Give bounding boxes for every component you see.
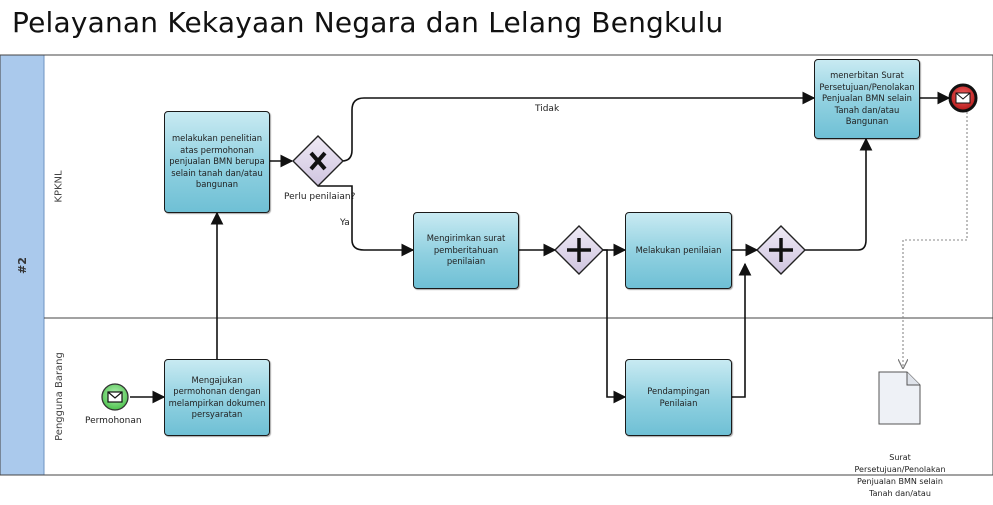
- flow-pendampingan-to-join: [732, 262, 752, 398]
- envelope-icon: [107, 391, 123, 403]
- association-to-document: [903, 112, 968, 368]
- lane-label-kpknl: KPKNL: [44, 55, 74, 318]
- lane-label-kpknl-text: KPKNL: [53, 170, 65, 203]
- pool-label-text: #2: [15, 256, 29, 274]
- pool-label: #2: [0, 55, 44, 475]
- plus-icon: [567, 238, 591, 262]
- gateway-label: Perlu penilaian?: [284, 192, 356, 202]
- flow-label-ya: Ya: [340, 218, 350, 228]
- exclusive-gateway: [292, 135, 344, 187]
- flow-ya: [318, 185, 415, 257]
- exclusive-x-icon: [309, 151, 327, 171]
- start-message-event: [101, 383, 129, 411]
- pool-band: [0, 54, 45, 476]
- flow-join-to-menerbitkan: [805, 137, 873, 251]
- flow-fork-to-pendampingan: [602, 249, 627, 404]
- task-menerbitkan[interactable]: menerbitan Surat Persetujuan/Penolakan P…: [814, 59, 920, 139]
- task-pendampingan[interactable]: Pendampingan Penilaian: [625, 359, 732, 436]
- task-penelitian[interactable]: melakukan penelitian atas permohonan pen…: [164, 111, 270, 213]
- flow-tidak: [341, 91, 816, 162]
- envelope-icon: [955, 92, 971, 104]
- end-message-event: [948, 83, 978, 113]
- task-mengirimkan[interactable]: Mengirimkan surat pemberitahuan penilaia…: [413, 212, 519, 289]
- document-label: Surat Persetujuan/Penolakan Penjualan BM…: [854, 453, 946, 498]
- plus-icon: [769, 238, 793, 262]
- pool-outline: [0, 54, 993, 476]
- document-icon: [878, 371, 921, 425]
- flow-label-tidak: Tidak: [535, 104, 560, 114]
- parallel-gateway-fork: [554, 225, 604, 275]
- task-melakukan-penilaian[interactable]: Melakukan penilaian: [625, 212, 732, 289]
- diagram-title: Pelayanan Kekayaan Negara dan Lelang Ben…: [12, 6, 724, 39]
- lane-label-pengguna-barang: Pengguna Barang: [44, 318, 74, 475]
- task-mengajukan[interactable]: Mengajukan permohonan dengan melampirkan…: [164, 359, 270, 436]
- start-event-label: Permohonan: [85, 416, 142, 426]
- parallel-gateway-join: [756, 225, 806, 275]
- lane-label-pengguna-barang-text: Pengguna Barang: [53, 352, 65, 441]
